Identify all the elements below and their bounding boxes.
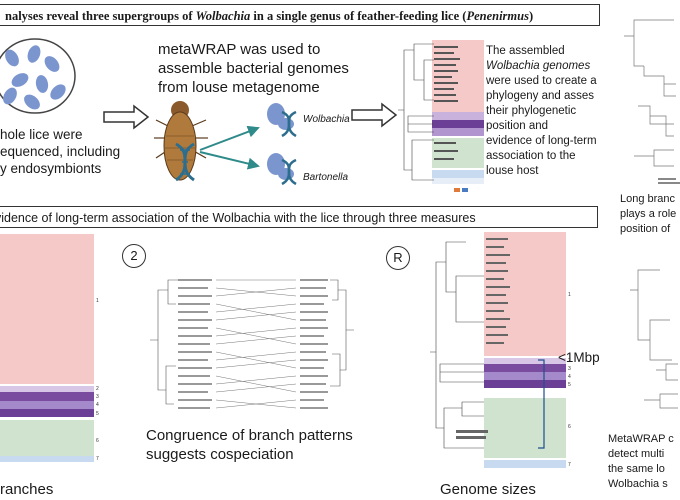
right-caption-bottom: MetaWRAP c detect multi the same lo Wolb… [608, 432, 680, 492]
svg-text:7: 7 [568, 462, 571, 468]
measure2-number: 2 [122, 244, 146, 268]
cophylogeny-tanglegram [150, 279, 354, 409]
measure1-caption: ranches [0, 481, 54, 498]
svg-text:6: 6 [96, 438, 99, 444]
title-text: nalyses reveal three supergroups of [5, 9, 196, 23]
step1-caption-line: hole lice were [0, 127, 83, 142]
step3-caption-line: evidence of long-term [486, 135, 597, 147]
step2-caption-line: from louse metagenome [158, 79, 320, 96]
step3-caption-line: were used to create a [486, 75, 597, 87]
wolbachia-bacterium-icon [267, 103, 297, 138]
svg-text:1: 1 [96, 298, 99, 304]
title-text-suffix: ) [528, 9, 534, 23]
step2-caption-line: metaWRAP was used to [158, 41, 321, 58]
long-branch-tree [624, 19, 680, 184]
teal-arrows-icon [199, 125, 260, 170]
step3-caption-line: association to the [486, 150, 576, 162]
measure3-caption: Genome sizes [440, 481, 536, 498]
step3-caption-line: Wolbachia genomes [486, 60, 591, 72]
wolbachia-label: Wolbachia [303, 114, 350, 125]
svg-text:3: 3 [568, 366, 571, 372]
svg-text:2: 2 [568, 358, 571, 364]
title-genus: Penenirmus [466, 9, 529, 23]
measure2-caption-line: suggests cospeciation [146, 446, 294, 463]
step3-caption-line: position and [486, 120, 549, 132]
right-caption-line: MetaWRAP c [608, 433, 674, 445]
svg-text:2: 2 [96, 386, 99, 392]
measure2-caption-line: Congruence of branch patterns [146, 427, 353, 444]
title-text-middle: in a single genus of feather-feeding lic… [250, 9, 467, 23]
step3-caption-line: phylogeny and asses [486, 90, 595, 102]
right-caption-line: Long branc [620, 193, 676, 205]
svg-text:3: 3 [96, 394, 99, 400]
dna-icon [175, 142, 195, 182]
petri-dish-bacteria-icon [0, 38, 76, 114]
step2-caption-line: assemble bacterial genomes [158, 60, 349, 77]
step1-caption-line: y endosymbionts [0, 161, 102, 176]
phylogeny-thumbnail [398, 40, 484, 192]
arrow-right-icon [103, 104, 150, 130]
title-wolbachia: Wolbachia [195, 9, 251, 23]
section2-title: vidence of long-term association of the … [0, 206, 598, 228]
genome-size-tree: 1 2 3 4 5 6 7 [430, 232, 571, 468]
header-title: nalyses reveal three supergroups of Wolb… [0, 4, 600, 26]
measure2-caption: Congruence of branch patterns suggests c… [146, 426, 376, 464]
measure3-number: R [386, 246, 410, 270]
svg-text:1: 1 [568, 292, 571, 298]
right-caption-line: the same lo [608, 463, 665, 475]
svg-text:5: 5 [96, 411, 99, 417]
step3-caption-line: louse host [486, 165, 539, 177]
right-caption-line: position of [620, 223, 671, 235]
right-caption-top: Long branc plays a role position of [620, 192, 680, 237]
bartonella-bacterium-icon [267, 153, 297, 186]
right-lower-tree [630, 269, 678, 409]
step3-caption-line: their phylogenetic [486, 105, 577, 117]
svg-text:5: 5 [568, 382, 571, 388]
step3-caption-line: The assembled [486, 45, 565, 57]
genome-size-label: <1Mbp [558, 350, 600, 365]
svg-text:6: 6 [568, 424, 571, 430]
right-caption-line: detect multi [608, 448, 665, 460]
step1-caption-line: equenced, including [0, 144, 121, 159]
right-caption-line: plays a role [620, 208, 677, 220]
arrow-right-icon [351, 102, 398, 128]
branches-tree: 1 2 3 4 5 6 7 [0, 234, 99, 462]
step2-caption: metaWRAP was used to assemble bacterial … [158, 40, 358, 97]
svg-text:7: 7 [96, 456, 99, 462]
right-caption-line: Wolbachia s [608, 478, 668, 490]
bartonella-label: Bartonella [303, 172, 349, 183]
svg-text:4: 4 [568, 374, 571, 380]
step1-caption: hole lice were equenced, including y end… [0, 126, 130, 177]
svg-text:4: 4 [96, 402, 99, 408]
step3-caption: The assembled Wolbachia genomes were use… [486, 44, 606, 179]
